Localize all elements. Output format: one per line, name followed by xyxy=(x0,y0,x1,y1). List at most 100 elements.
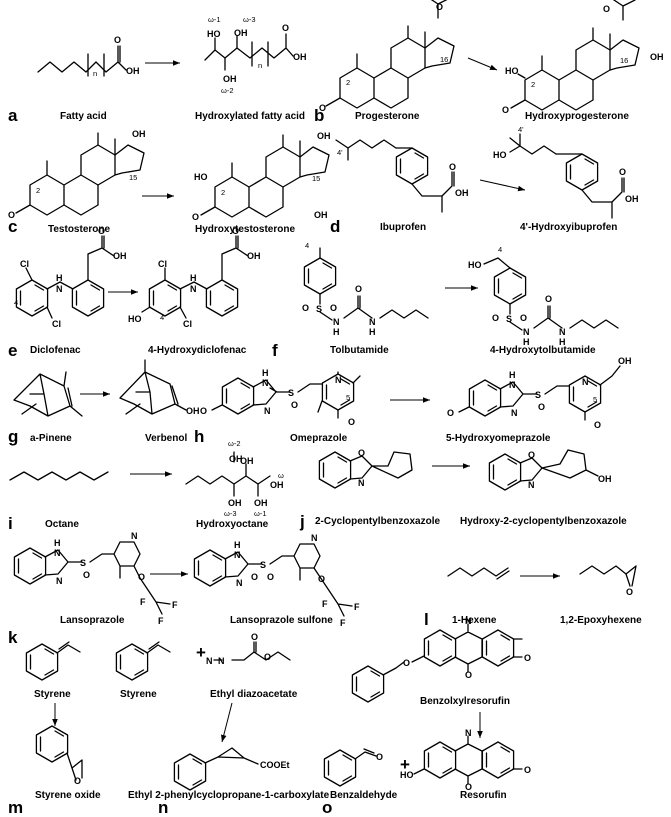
omega-3-label: ω-3 xyxy=(243,15,256,24)
atom-n: N xyxy=(523,327,530,337)
panel-e: Cl Cl H N O OH 4 Cl Cl H N HO O OH 4 e D… xyxy=(8,226,261,360)
omega-2-label: ω-2 xyxy=(221,86,234,95)
atom-oh: OH xyxy=(293,52,307,62)
panel-letter-i: i xyxy=(8,514,13,533)
atom-o: O xyxy=(282,23,289,33)
label-progesterone: Progesterone xyxy=(355,111,420,122)
atom-n: N xyxy=(335,375,342,385)
c4-label: 4 xyxy=(498,245,502,254)
atom-oh: OH xyxy=(229,454,243,464)
lansoprazole-structure xyxy=(13,547,47,585)
hydroxyprogesterone-structure xyxy=(510,27,640,111)
label-omeprazole: Omeprazole xyxy=(290,433,348,444)
label-fatty-acid: Fatty acid xyxy=(60,111,107,122)
label-resorufin: Resorufin xyxy=(460,790,507,801)
atom-o: O xyxy=(251,632,258,642)
atom-f: F xyxy=(158,616,164,626)
reaction-arrow xyxy=(221,702,233,743)
atom-s: S xyxy=(260,560,266,570)
atom-h: H xyxy=(523,337,530,347)
panel-letter-g: g xyxy=(8,427,18,446)
atom-n: N xyxy=(190,284,197,294)
atom-oh: OH xyxy=(240,456,254,466)
atom-n: N xyxy=(333,317,340,327)
panel-letter-k: k xyxy=(8,628,18,647)
atom-s: S xyxy=(80,558,86,568)
atom-n: N xyxy=(509,380,516,390)
label-benzoxylresorufin: Benzolxylresorufin xyxy=(420,696,510,707)
atom-n: N xyxy=(131,531,138,541)
hydroxyoctane-structure xyxy=(185,451,271,497)
panel-h: H N N O S O N 5 O H N N O S O N 5 O OH h… xyxy=(194,356,632,446)
panel-letter-o: o xyxy=(322,798,332,817)
atom-o: O xyxy=(502,105,509,115)
atom-n: N xyxy=(206,656,213,666)
atom-s: S xyxy=(535,390,541,400)
c5-label: 5 xyxy=(593,395,597,404)
omega-3-label: ω-3 xyxy=(224,509,237,518)
label-styrene-n: Styrene xyxy=(120,689,157,700)
benzoxylresorufin-structure xyxy=(351,665,385,703)
c2-label: 2 xyxy=(36,186,40,195)
c4-label: 4 xyxy=(14,298,18,307)
omega-1-label: ω-1 xyxy=(254,509,267,518)
atom-n: N xyxy=(511,408,518,418)
atom-o: O xyxy=(603,4,610,14)
atom-o: O xyxy=(524,653,531,663)
c4-label: 4 xyxy=(305,241,309,250)
omeprazole-structure xyxy=(221,377,255,415)
pinene-structure xyxy=(13,371,83,417)
atom-o: O xyxy=(267,572,274,582)
ethyl-diazoacetate-structure xyxy=(213,641,291,661)
atom-o: O xyxy=(232,226,239,236)
panel-a: n O OH ω-1 ω-3 HO OH OH ω-2 n O OH a Fat… xyxy=(8,15,307,125)
omega-1-label: ω-1 xyxy=(208,15,221,24)
atom-h: H xyxy=(333,327,340,337)
atom-h: H xyxy=(559,337,566,347)
label-hydroxy-cyclopentylbenzoxazole: Hydroxy-2-cyclopentylbenzoxazole xyxy=(460,516,627,527)
atom-ho: HO xyxy=(505,66,519,76)
label-lansoprazole: Lansoprazole xyxy=(60,615,125,626)
atom-o: O xyxy=(594,420,601,430)
label-hydroxyibuprofen: 4'-Hydroxyibuprofen xyxy=(520,222,617,233)
panel-letter-m: m xyxy=(8,798,23,817)
atom-n: N xyxy=(56,284,63,294)
atom-o: O xyxy=(626,587,633,597)
atom-f: F xyxy=(172,600,178,610)
atom-n: N xyxy=(559,327,566,337)
atom-s: S xyxy=(288,388,294,398)
atom-oh: OH xyxy=(132,129,146,139)
label-lansoprazole-sulfone: Lansoprazole sulfone xyxy=(230,615,333,626)
atom-n: N xyxy=(236,578,243,588)
label-benzaldehyde: Benzaldehyde xyxy=(330,790,398,801)
label-hydroxytolbutamide: 4-Hydroxytolbutamide xyxy=(490,345,596,356)
panel-b: O O 2 16 O O HO OH 2 16 b Progesterone H… xyxy=(314,0,664,125)
atom-n: N xyxy=(262,378,269,388)
label-epoxyhexene: 1,2-Epoxyhexene xyxy=(560,615,642,626)
atom-f: F xyxy=(322,599,328,609)
atom-oh: OH xyxy=(455,188,469,198)
atom-o: O xyxy=(98,226,105,236)
label-testosterone: Testosterone xyxy=(48,224,110,235)
atom-oh: OH xyxy=(650,52,664,62)
tolbutamide-structure xyxy=(303,257,337,295)
atom-o: O xyxy=(200,406,207,416)
atom-h: H xyxy=(56,273,63,283)
atom-oh: OH xyxy=(598,474,612,484)
c4p-label: 4' xyxy=(518,125,524,134)
plus-sign: + xyxy=(196,643,206,662)
atom-o: O xyxy=(358,448,365,458)
atom-o: O xyxy=(348,417,355,427)
panel-letter-h: h xyxy=(194,427,204,446)
hexene-structure xyxy=(447,567,510,580)
label-cyclopropane-ester: Ethyl 2-phenylcyclopropane-1-carboxylate xyxy=(128,790,330,801)
atom-n: N xyxy=(582,377,589,387)
c5-label: 5 xyxy=(346,393,350,402)
panel-j: O N O N OH j 2-Cyclopentylbenzoxazole Hy… xyxy=(299,448,627,531)
atom-o: O xyxy=(74,776,81,786)
atom-o: O xyxy=(330,303,337,313)
panel-letter-f: f xyxy=(272,341,278,360)
reaction-arrow xyxy=(467,57,498,71)
c16-label: 16 xyxy=(620,56,628,65)
atom-o: O xyxy=(528,450,535,460)
